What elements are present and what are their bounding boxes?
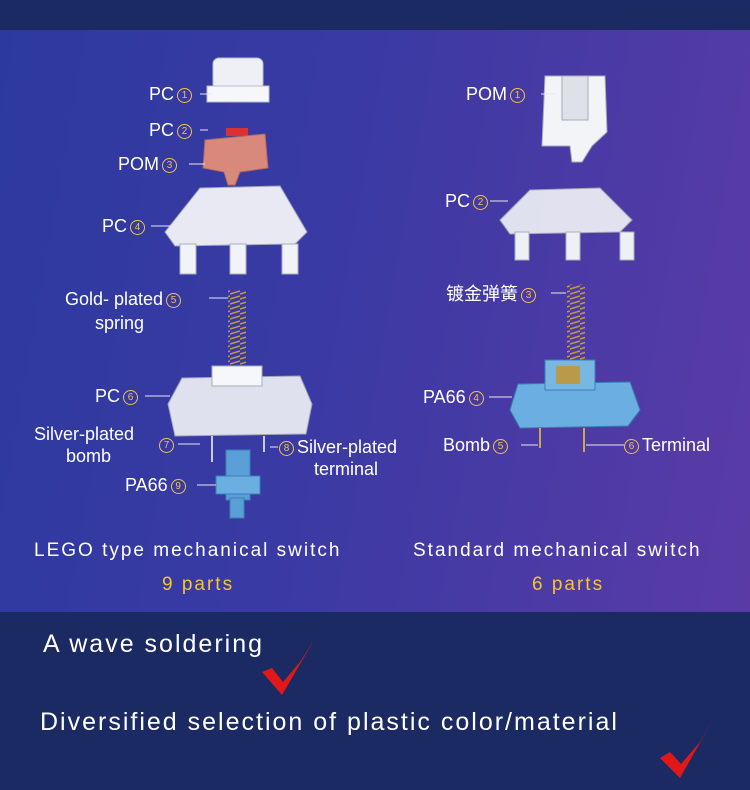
left-label-8-line2: terminal — [314, 459, 379, 479]
right-caption: Standard mechanical switch — [413, 540, 702, 561]
right-stem-pom — [541, 75, 608, 163]
left-pa66-part — [215, 449, 261, 519]
comparison-panel — [0, 30, 750, 612]
right-spring — [567, 284, 585, 369]
right-bottom-housing — [509, 359, 641, 452]
left-label-7-num: 7 — [156, 434, 177, 454]
left-label-7: Silver-plated — [34, 424, 135, 444]
right-parts-count: 6 parts — [532, 574, 605, 595]
right-top-housing — [499, 187, 635, 261]
left-label-5-line2: spring — [95, 313, 145, 333]
check-icon-1 — [262, 640, 314, 695]
left-parts-count: 9 parts — [162, 574, 235, 595]
left-label-7-line2: bomb — [66, 446, 112, 466]
left-stem-pom — [202, 128, 269, 186]
feature-diversified-selection: Diversified selection of plastic color/m… — [40, 708, 619, 736]
left-top-housing — [164, 185, 308, 275]
feature-wave-soldering: A wave soldering — [43, 630, 265, 658]
check-icon-2 — [660, 718, 714, 778]
left-spring — [228, 290, 246, 380]
left-caption: LEGO type mechanical switch — [34, 540, 342, 561]
left-stem-pc — [206, 57, 270, 103]
left-bottom-housing — [167, 365, 313, 462]
